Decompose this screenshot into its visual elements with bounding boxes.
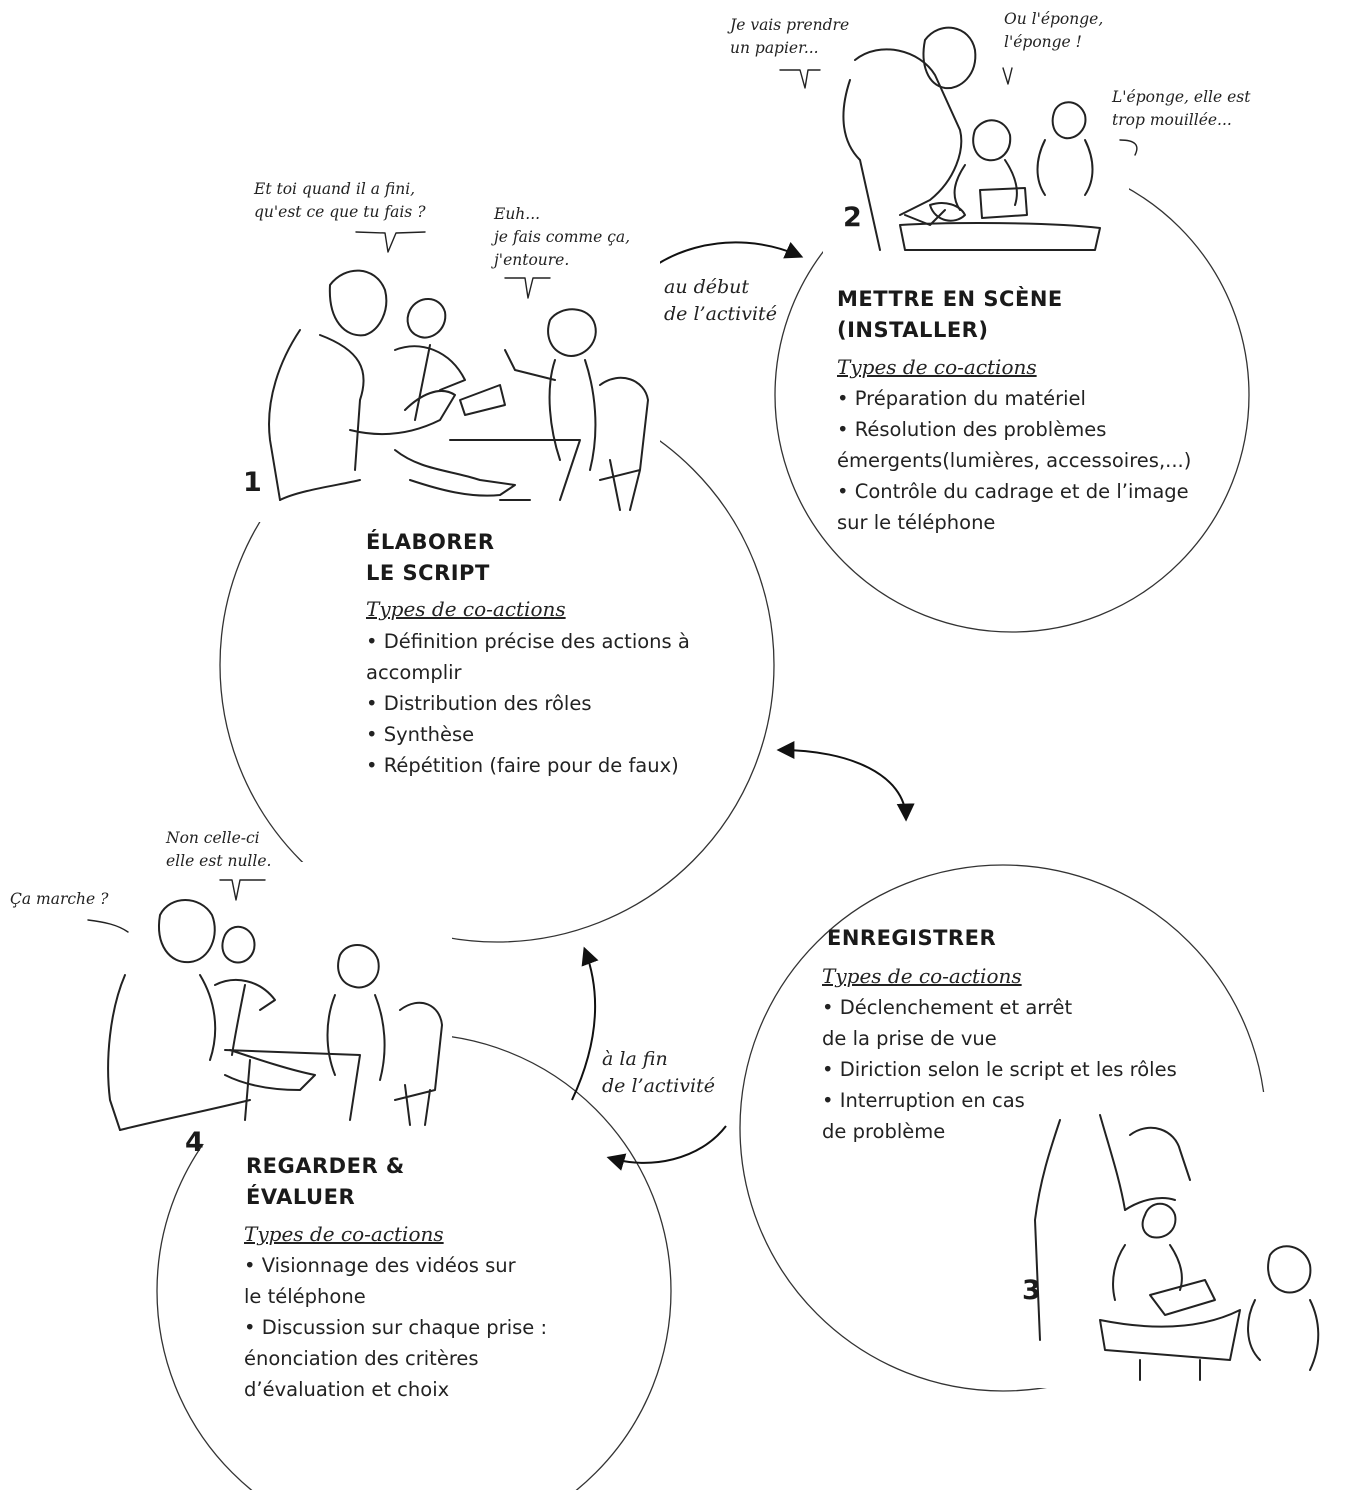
speech-line: un papier... — [730, 39, 819, 57]
step-1-number: 1 — [243, 467, 262, 498]
arrow-step3-step4 — [606, 1125, 727, 1171]
step-2-speech-child-1: Ou l'éponge, l'éponge ! — [1004, 8, 1103, 54]
step-4-item: • Visionnage des vidéos sur — [244, 1254, 516, 1277]
speech-line: j'entoure. — [494, 251, 570, 269]
step-3-number: 3 — [1022, 1275, 1041, 1306]
step-2-item: • Résolution des problèmes — [837, 418, 1107, 441]
speech-line: trop mouillée... — [1112, 111, 1232, 129]
speech-line: Ça marche ? — [10, 890, 109, 908]
step-2-item: • Préparation du matériel — [837, 387, 1086, 410]
step-1-title: ÉLABORER LE SCRIPT — [366, 527, 495, 589]
arrow-step1-step3 — [776, 741, 915, 822]
step-4-title-line: ÉVALUER — [246, 1185, 356, 1209]
step-2-item: • Contrôle du cadrage et de l’image — [837, 480, 1189, 503]
arrow-label-line: au début — [664, 276, 750, 298]
step-3-item: de la prise de vue — [822, 1027, 997, 1050]
speech-tails — [87, 67, 1138, 933]
step-1-title-line: ÉLABORER — [366, 530, 495, 554]
illustration-step-2 — [823, 12, 1129, 270]
step-3-item: • Interruption en cas — [822, 1089, 1025, 1112]
step-2-item: sur le téléphone — [837, 511, 996, 534]
step-4-speech-child: Non celle-ci elle est nulle. — [166, 827, 271, 873]
speech-line: L'éponge, elle est — [1112, 88, 1251, 106]
step-2-item: émergents(lumières, accessoires,...) — [837, 449, 1192, 472]
step-2-number: 2 — [843, 202, 862, 233]
step-3-item: de problème — [822, 1120, 946, 1143]
illustration-step-3 — [1015, 1092, 1347, 1388]
speech-line: Je vais prendre — [730, 16, 850, 34]
step-4-items: • Visionnage des vidéos sur le téléphone… — [244, 1250, 547, 1405]
arrow-label-line: de l’activité — [602, 1075, 715, 1097]
step-4-speech-teacher: Ça marche ? — [10, 888, 108, 911]
step-1-item: • Répétition (faire pour de faux) — [366, 754, 679, 777]
step-2-title-line: (INSTALLER) — [837, 318, 989, 342]
step-3-items: • Déclenchement et arrêt de la prise de … — [822, 992, 1177, 1147]
step-3-subtitle: Types de co-actions — [822, 964, 1022, 988]
step-2-title-line: METTRE EN SCÈNE — [837, 287, 1063, 311]
step-2-speech-child-2: L'éponge, elle est trop mouillée... — [1112, 86, 1250, 132]
illustration-step-4 — [82, 862, 452, 1144]
speech-line: je fais comme ça, — [494, 228, 631, 246]
speech-line: Et toi quand il a fini, — [254, 180, 416, 198]
step-3-item: • Déclenchement et arrêt — [822, 996, 1073, 1019]
step-4-item: énonciation des critères — [244, 1347, 479, 1370]
step-1-speech-teacher: Et toi quand il a fini, qu'est ce que tu… — [254, 178, 426, 224]
step-3-item: • Diriction selon le script et les rôles — [822, 1058, 1177, 1081]
arrow-label-line: de l’activité — [664, 303, 777, 325]
step-2-title: METTRE EN SCÈNE (INSTALLER) — [837, 284, 1063, 346]
step-4-item: le téléphone — [244, 1285, 366, 1308]
step-1-item: accomplir — [366, 661, 462, 684]
step-4-item: d’évaluation et choix — [244, 1378, 450, 1401]
step-1-item: • Synthèse — [366, 723, 475, 746]
arrow-label-end: à la fin de l’activité — [602, 1046, 715, 1100]
speech-line: Ou l'éponge, — [1004, 10, 1104, 28]
step-4-number: 4 — [185, 1127, 204, 1158]
step-1-title-line: LE SCRIPT — [366, 561, 490, 585]
speech-line: Non celle-ci — [166, 829, 260, 847]
step-1-items: • Définition précise des actions à accom… — [366, 626, 690, 781]
speech-line: l'éponge ! — [1004, 33, 1082, 51]
arrow-label-line: à la fin — [602, 1048, 668, 1070]
speech-line: Euh... — [494, 205, 541, 223]
step-2-speech-teacher: Je vais prendre un papier... — [730, 14, 849, 60]
step-1-speech-child: Euh... je fais comme ça, j'entoure. — [494, 203, 630, 272]
step-4-subtitle: Types de co-actions — [244, 1222, 444, 1246]
step-4-item: • Discussion sur chaque prise : — [244, 1316, 548, 1339]
step-1-subtitle: Types de co-actions — [366, 597, 566, 621]
step-3-title-line: ENREGISTRER — [827, 926, 997, 950]
speech-line: elle est nulle. — [166, 852, 272, 870]
step-1-item: • Définition précise des actions à — [366, 630, 690, 653]
arrow-label-start: au début de l’activité — [664, 274, 777, 328]
step-3-title: ENREGISTRER — [827, 923, 996, 954]
step-2-subtitle: Types de co-actions — [837, 355, 1037, 379]
speech-line: qu'est ce que tu fais ? — [254, 203, 426, 221]
step-2-items: • Préparation du matériel • Résolution d… — [837, 383, 1191, 538]
step-1-item: • Distribution des rôles — [366, 692, 592, 715]
arrow-step4-step1 — [571, 946, 599, 1101]
step-4-title-line: REGARDER & — [246, 1154, 405, 1178]
illustration-step-1 — [250, 250, 660, 522]
step-4-title: REGARDER & ÉVALUER — [246, 1151, 405, 1213]
